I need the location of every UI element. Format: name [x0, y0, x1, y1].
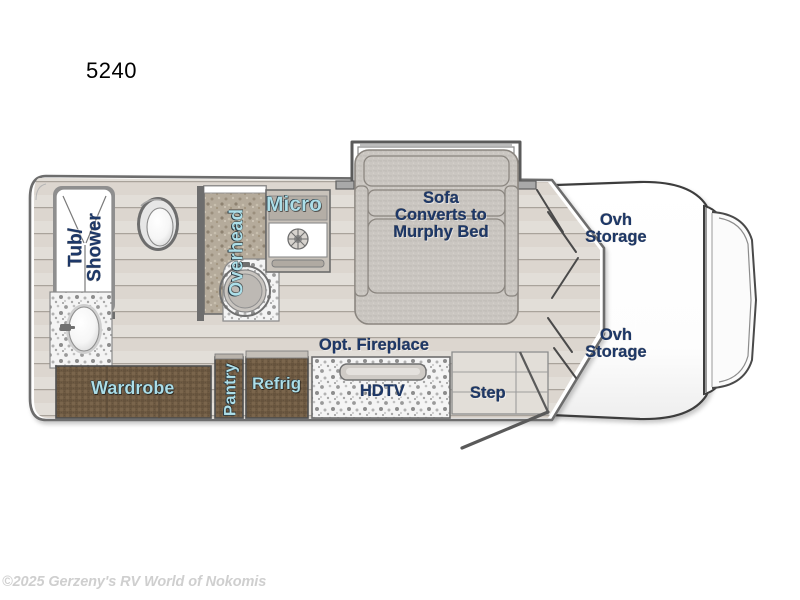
galley-sink: [219, 258, 280, 322]
vanity-sink: [49, 291, 113, 369]
windshield: [703, 204, 758, 396]
entry-door[interactable]: [460, 351, 550, 450]
fireplace-hdtv-console: [311, 356, 451, 419]
refrigerator: [245, 350, 309, 419]
page-title: 5240: [86, 58, 137, 83]
pantry-cabinet: [214, 353, 244, 419]
sofa-murphy-bed: [354, 149, 519, 325]
ovh-storage-leader-lines: [536, 189, 579, 379]
wardrobe-cabinet: [55, 365, 212, 419]
copyright-notice: ©2025 Gerzeny's RV World of Nokomis: [2, 574, 267, 590]
toilet: [137, 197, 179, 251]
cooktop-range: [265, 189, 331, 273]
entry-step: [451, 351, 549, 415]
